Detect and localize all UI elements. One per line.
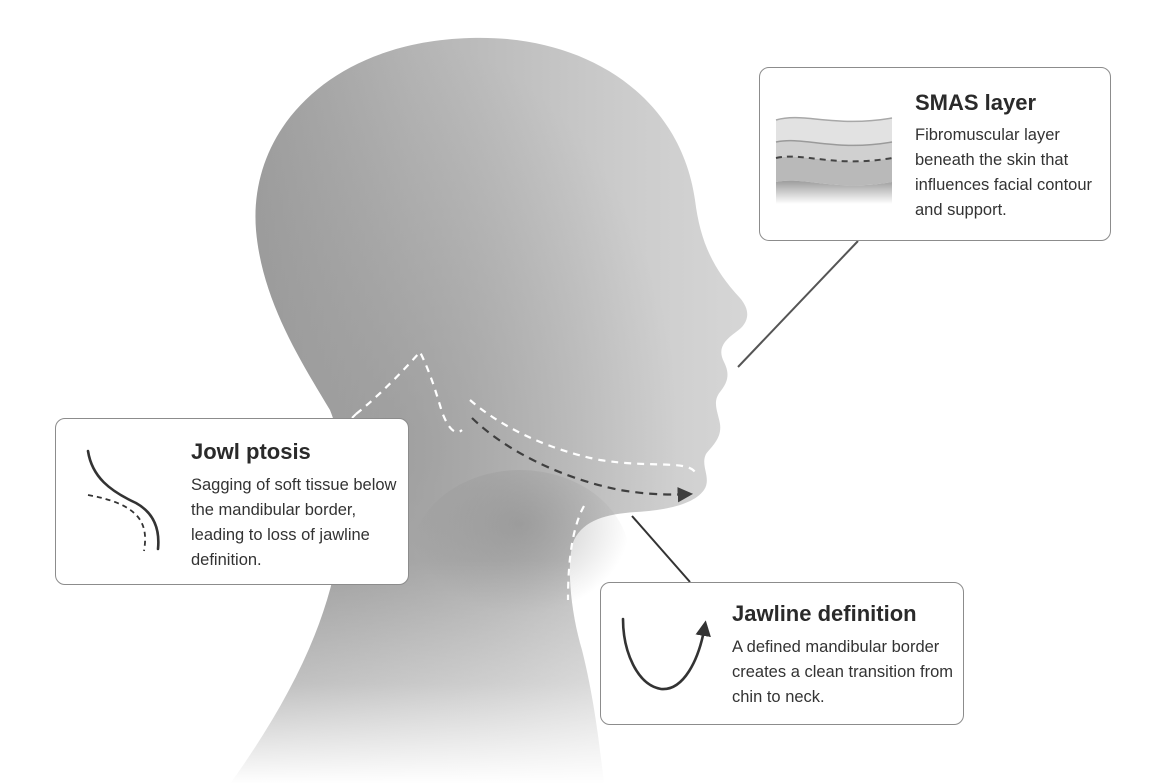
jowl-ptosis-card: Jowl ptosis Sagging of soft tissue below…: [55, 418, 409, 585]
jowl-ptosis-title: Jowl ptosis: [191, 439, 311, 464]
lift-curve-arrow-icon: [621, 617, 711, 691]
head-silhouette: [200, 37, 748, 784]
jawline-leader-line: [631, 515, 691, 583]
jawline-definition-description: A defined mandibular border creates a cl…: [732, 638, 954, 706]
tissue-layers-icon: [775, 116, 893, 204]
neck-contour-dashed: [566, 505, 585, 601]
mandible-contour-dashed: [469, 399, 696, 473]
jaw-contour-lines: [355, 350, 696, 601]
jowl-ptosis-description: Sagging of soft tissue below the mandibu…: [191, 476, 397, 569]
smas-layer-description: Fibromuscular layer beneath the skin tha…: [915, 126, 1093, 219]
jowl-contour-dashed: [355, 350, 463, 434]
jawline-definition-card: Jawline definition A defined mandibular …: [600, 582, 964, 725]
jawline-lift-arrow: [471, 417, 694, 503]
sagging-curve-icon: [86, 449, 160, 552]
smas-layer-card: SMAS layer Fibromuscular layer beneath t…: [759, 67, 1111, 241]
smas-leader-line: [737, 240, 859, 368]
smas-layer-title: SMAS layer: [915, 90, 1037, 115]
jowl-leader-line: [351, 413, 357, 419]
jawline-definition-title: Jawline definition: [732, 601, 917, 626]
